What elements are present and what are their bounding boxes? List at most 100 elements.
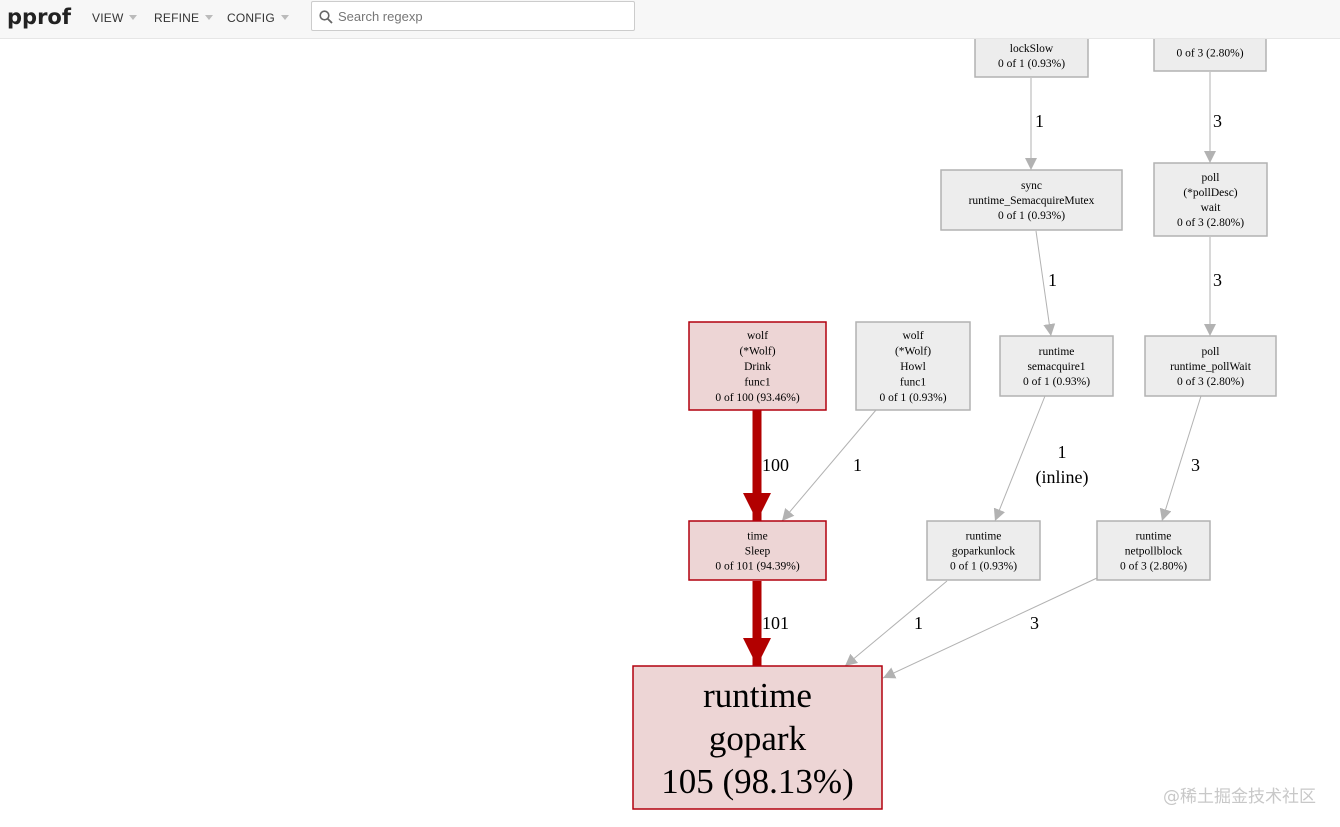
node-label: poll: [1202, 346, 1220, 358]
node-box: [855, 321, 971, 411]
node-label: lockSlow: [1010, 43, 1054, 55]
edge-label: 1: [914, 613, 923, 633]
edge-label: 100: [762, 455, 789, 475]
node-label: 0 of 3 (2.80%): [1177, 376, 1244, 388]
chevron-down-icon: [205, 15, 214, 20]
edge-semacquire_goparkunlock[interactable]: 1 (inline): [993, 395, 1089, 522]
node-label: runtime: [1039, 346, 1075, 358]
node-box: [926, 520, 1041, 581]
edge-line: [844, 580, 948, 667]
edge-label: 3: [1030, 613, 1039, 633]
edge-pollwait_netpollblock[interactable]: 3: [1159, 395, 1202, 522]
node-box: [688, 520, 827, 581]
node-lockslow[interactable]: lockSlow 0 of 1 (0.93%): [974, 39, 1089, 78]
edge-label: 3: [1213, 270, 1222, 290]
node-label: 0 of 3 (2.80%): [1176, 48, 1243, 60]
node-label: 0 of 1 (0.93%): [1023, 376, 1090, 388]
edge-howl_sleep[interactable]: 1: [781, 409, 877, 522]
edge-netpollblock_gopark[interactable]: 3: [882, 577, 1098, 679]
node-label: 0 of 1 (0.93%): [879, 392, 946, 404]
node-label: (*Wolf): [739, 346, 775, 358]
node-label: runtime_SemacquireMutex: [969, 195, 1095, 207]
node-label: Howl: [900, 361, 926, 373]
edge-label: 1: [1048, 270, 1057, 290]
node-label: poll: [1202, 172, 1220, 184]
edge-line: [993, 395, 1046, 522]
watermark: @稀土掘金技术社区: [1163, 787, 1316, 807]
node-label: runtime: [1136, 531, 1172, 543]
node-label: func1: [900, 377, 926, 389]
edge-label: 1: [853, 455, 862, 475]
node-label: 0 of 3 (2.80%): [1177, 217, 1244, 229]
node-label: time: [747, 531, 767, 543]
edge-label: 101: [762, 613, 789, 633]
node-label: (*Wolf): [895, 346, 931, 358]
edge-label: 1: [1035, 111, 1044, 131]
edge-line: [1159, 395, 1202, 522]
node-box: [1096, 520, 1211, 581]
edge-sync_semacquire[interactable]: 1: [1035, 230, 1057, 337]
node-label: sync: [1021, 180, 1042, 192]
node-box: [1144, 335, 1277, 397]
edge-label: 3: [1213, 111, 1222, 131]
node-label: 0 of 1 (0.93%): [950, 561, 1017, 573]
edge-line: [882, 577, 1098, 679]
node-label: func1: [744, 377, 770, 389]
node-label: Drink: [744, 361, 771, 373]
app-title[interactable]: pprof: [7, 5, 71, 29]
node-poll_wait[interactable]: poll (*pollDesc) wait 0 of 3 (2.80%): [1153, 162, 1268, 237]
node-rt_netpollblock[interactable]: runtime netpollblock 0 of 3 (2.80%): [1096, 520, 1211, 581]
edge-poll_pollwait[interactable]: 3: [1204, 237, 1222, 336]
refine-menu-label: REFINE: [154, 11, 200, 25]
node-rt_gopark[interactable]: runtime gopark 105 (98.13%): [632, 665, 883, 810]
node-topright[interactable]: 0 of 3 (2.80%): [1153, 39, 1267, 72]
node-label: 105 (98.13%): [661, 762, 853, 801]
node-label: runtime: [703, 676, 812, 715]
node-label: gopark: [709, 719, 807, 758]
edge-label: 1: [1058, 442, 1067, 462]
search-icon: [319, 10, 333, 24]
node-box: [940, 169, 1123, 231]
node-label: wait: [1201, 202, 1222, 214]
node-label: 0 of 101 (94.39%): [715, 561, 799, 573]
node-label: goparkunlock: [952, 546, 1015, 558]
toolbar: pprof VIEW REFINE CONFIG: [0, 0, 1340, 39]
node-label: netpollblock: [1125, 546, 1183, 558]
node-sync_sem[interactable]: sync runtime_SemacquireMutex 0 of 1 (0.93%…: [940, 169, 1123, 231]
node-box: [999, 335, 1114, 397]
edge-label: 3: [1191, 455, 1200, 475]
node-box: [1153, 162, 1268, 237]
chevron-down-icon: [129, 15, 138, 20]
edge-sleep_gopark[interactable]: 101: [743, 581, 789, 666]
node-label: 0 of 1 (0.93%): [998, 58, 1065, 70]
search-input[interactable]: [338, 6, 628, 26]
edge-lockslow_sync[interactable]: 1: [1025, 78, 1044, 170]
view-menu[interactable]: VIEW: [92, 11, 138, 25]
node-label: (*pollDesc): [1183, 187, 1237, 199]
node-box: [1153, 39, 1267, 72]
search-box[interactable]: [311, 1, 635, 31]
edge-label: (inline): [1036, 467, 1089, 488]
node-label: Sleep: [745, 546, 771, 558]
call-graph[interactable]: 1 3 1 3 100 1 1 (inline) 3 101 1 3 lockSlow 0 of 1 (0…: [0, 39, 1340, 827]
view-menu-label: VIEW: [92, 11, 124, 25]
edge-topright_poll[interactable]: 3: [1204, 72, 1222, 163]
node-label: 0 of 3 (2.80%): [1120, 561, 1187, 573]
chevron-down-icon: [280, 15, 289, 20]
node-label: wolf: [747, 330, 768, 342]
refine-menu[interactable]: REFINE: [154, 11, 214, 25]
node-box: [632, 665, 883, 810]
node-box: [688, 321, 827, 411]
edge-line: [781, 409, 877, 522]
node-box: [974, 39, 1089, 78]
node-label: 0 of 1 (0.93%): [998, 210, 1065, 222]
edge-drink_sleep[interactable]: 100: [743, 410, 789, 521]
config-menu[interactable]: CONFIG: [227, 11, 289, 25]
edge-goparkunlock_gopark[interactable]: 1: [844, 580, 948, 667]
